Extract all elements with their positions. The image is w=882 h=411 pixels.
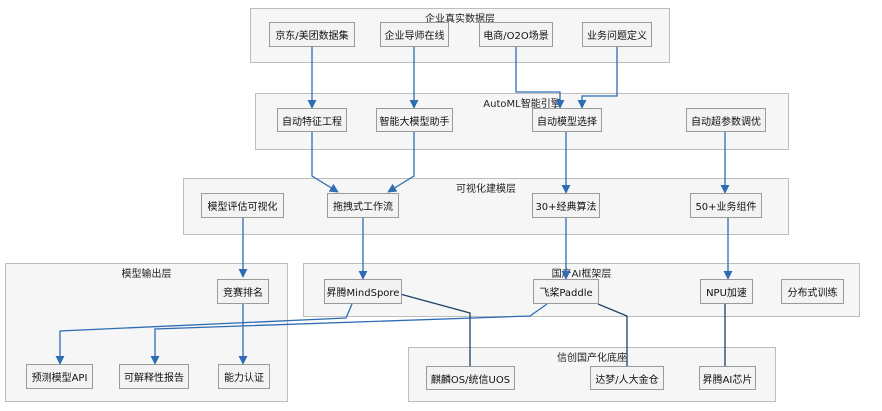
group-title-visual-modeling: 可视化建模层	[456, 184, 516, 195]
node-kylin-uos[interactable]: 麒麟OS/统信UOS	[426, 366, 515, 390]
group-visual-modeling: 可视化建模层	[183, 178, 789, 235]
node-auto-feature[interactable]: 自动特征工程	[277, 108, 347, 132]
node-dameng-kingbase[interactable]: 达梦/人大金仓	[590, 366, 664, 390]
node-paddle[interactable]: 飞桨Paddle	[533, 279, 599, 304]
node-predict-api[interactable]: 预测模型API	[26, 364, 93, 389]
node-npu-accel[interactable]: NPU加速	[700, 279, 753, 304]
node-mentor-online[interactable]: 企业导师在线	[380, 22, 449, 47]
node-classic-algos[interactable]: 30+经典算法	[532, 193, 600, 218]
node-ecommerce-o2o[interactable]: 电商/O2O场景	[479, 22, 553, 47]
group-title-data-layer: 企业真实数据层	[425, 14, 495, 25]
group-title-ai-framework: 国产AI框架层	[551, 269, 612, 280]
group-title-xinchuang-base: 信创国产化底座	[557, 353, 627, 364]
node-mindspore[interactable]: 昇腾MindSpore	[324, 279, 402, 304]
node-distributed-train[interactable]: 分布式训练	[781, 279, 844, 304]
node-competition-rank[interactable]: 竞赛排名	[217, 279, 269, 304]
node-ability-cert[interactable]: 能力认证	[218, 364, 270, 389]
node-auto-model-select[interactable]: 自动模型选择	[532, 108, 602, 132]
node-llm-assistant[interactable]: 智能大模型助手	[376, 108, 453, 132]
node-model-eval-viz[interactable]: 模型评估可视化	[201, 193, 284, 218]
node-business-components[interactable]: 50+业务组件	[690, 193, 762, 218]
node-jd-meituan-dataset[interactable]: 京东/美团数据集	[269, 22, 355, 47]
node-ascend-chip[interactable]: 昇腾AI芯片	[699, 366, 756, 390]
node-drag-workflow[interactable]: 拖拽式工作流	[327, 193, 399, 218]
node-business-problem[interactable]: 业务问题定义	[582, 22, 652, 47]
node-auto-hyperparam[interactable]: 自动超参数调优	[686, 108, 766, 132]
group-title-model-output: 模型输出层	[121, 269, 172, 280]
node-explain-report[interactable]: 可解释性报告	[119, 364, 189, 389]
